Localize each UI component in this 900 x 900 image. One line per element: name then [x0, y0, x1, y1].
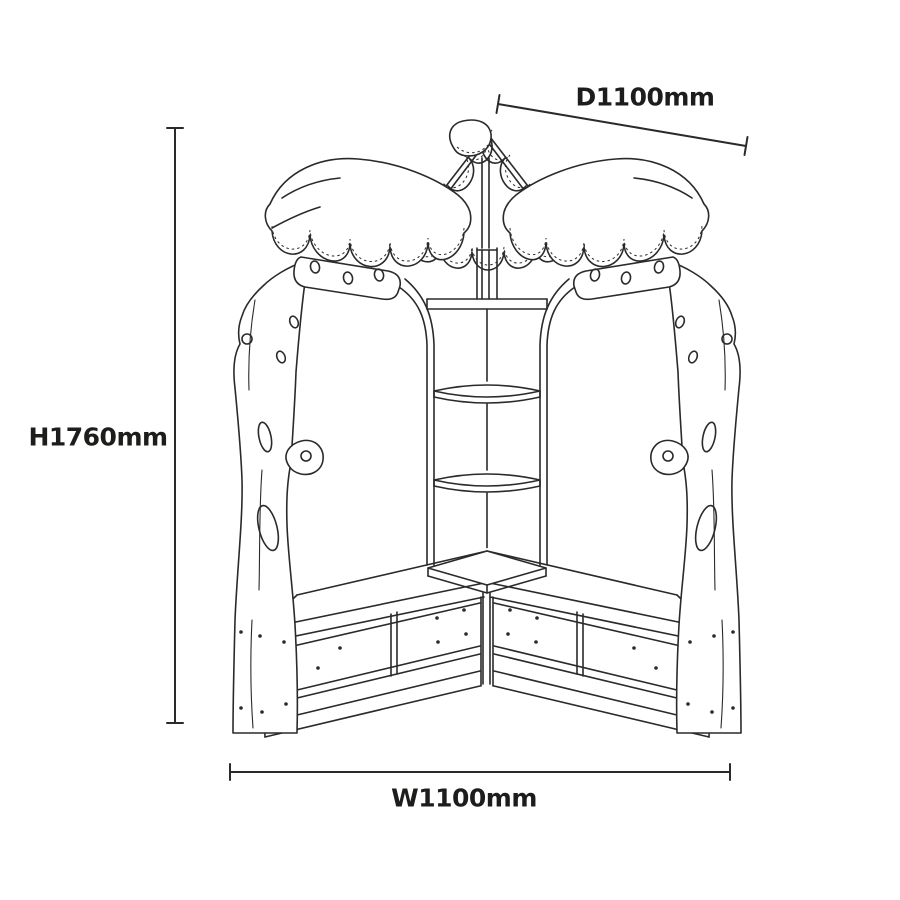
leaf-canopy — [264, 119, 710, 271]
corner-shelf-lower — [433, 473, 541, 493]
width-dimension-line — [229, 763, 731, 781]
corner-seat-platform — [427, 550, 547, 685]
width-dimension-label: W1100mm — [391, 783, 537, 813]
canopy-top-flap — [448, 119, 492, 157]
canopy-right-leaf — [502, 157, 710, 268]
corner-shelf-unit — [426, 298, 548, 552]
height-dimension-line — [166, 127, 184, 724]
left-tree-panel — [232, 256, 435, 734]
canopy-left-leaf — [264, 157, 472, 268]
height-dimension-label: H1760mm — [28, 422, 168, 452]
right-tree-panel — [539, 256, 742, 734]
depth-dimension-line — [495, 94, 749, 156]
depth-dimension-label: D1100mm — [575, 82, 715, 112]
center-pole — [476, 157, 498, 300]
right-storage-bench — [486, 548, 713, 742]
corner-shelf-middle — [433, 384, 541, 404]
